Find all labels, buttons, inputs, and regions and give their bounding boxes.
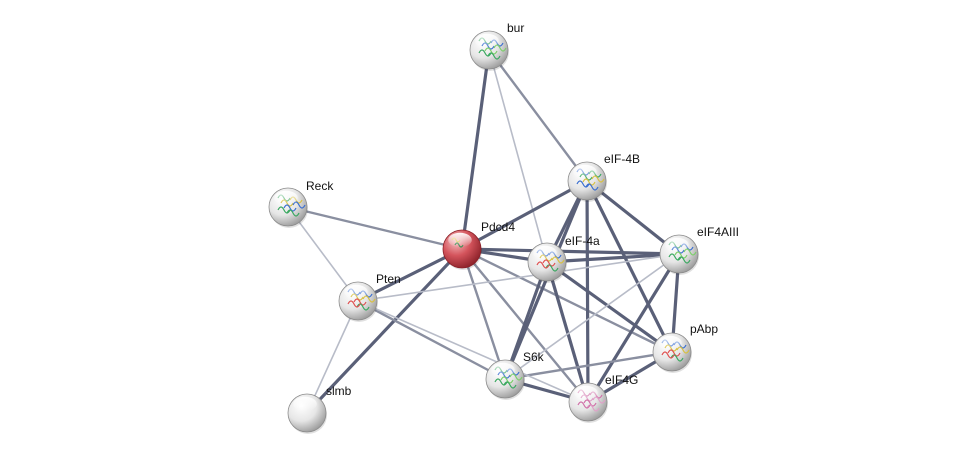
structure-stroke: [484, 47, 498, 55]
edge-bur-eif-4b[interactable]: [487, 48, 589, 183]
structure-stroke: [677, 256, 691, 264]
structure-stroke: [353, 298, 367, 306]
node-s6k[interactable]: S6k: [485, 350, 545, 400]
structure-stroke: [585, 183, 599, 191]
node-eif4g[interactable]: eIF4G: [568, 373, 638, 423]
node-eif-4b[interactable]: eIF-4B: [567, 152, 640, 202]
node-highlight: [475, 33, 499, 49]
node-highlight: [574, 385, 598, 401]
structure-stroke: [277, 206, 291, 214]
node-slmb[interactable]: slmb: [287, 384, 352, 434]
edge-eif-4b-pabp[interactable]: [585, 179, 674, 354]
edge-eif4aiii-eif4g[interactable]: [586, 252, 681, 404]
structure-stroke: [586, 404, 600, 412]
node-reck[interactable]: Reck: [268, 179, 334, 228]
node-label-bur: bur: [507, 21, 524, 35]
structure-stroke: [536, 261, 550, 269]
structure-stroke: [577, 401, 591, 409]
node-highlight: [573, 164, 597, 180]
structure-stroke: [347, 300, 361, 308]
node-label-eif4aiii: eIF4AIII: [697, 225, 739, 239]
edge-pabp-s6k[interactable]: [503, 350, 674, 381]
edge-reck-pten[interactable]: [287, 206, 359, 302]
node-eif-4a[interactable]: eIF-4a: [527, 234, 600, 283]
node-bur[interactable]: bur: [469, 21, 524, 71]
node-highlight: [344, 284, 368, 300]
structure-stroke: [674, 251, 688, 259]
edge-eif-4a-eif4aiii[interactable]: [545, 252, 681, 264]
edge-eif4aiii-s6k[interactable]: [504, 253, 680, 380]
node-label-pten: Pten: [376, 272, 401, 286]
edge-pdcd4-s6k[interactable]: [460, 247, 507, 381]
structure-stroke: [283, 204, 297, 212]
structure-stroke: [582, 178, 596, 186]
structure-stroke: [670, 354, 684, 362]
node-label-eif4g: eIF4G: [605, 373, 638, 387]
structure-stroke: [668, 253, 682, 261]
node-eif4aiii[interactable]: eIF4AIII: [659, 225, 739, 275]
edge-pdcd4-eif4aiii[interactable]: [460, 247, 681, 256]
node-pabp[interactable]: pAbp: [652, 322, 718, 373]
node-label-pabp: pAbp: [690, 322, 718, 336]
edge-pdcd4-pabp[interactable]: [460, 247, 674, 354]
node-highlight: [665, 237, 689, 253]
structure-stroke: [487, 52, 501, 60]
node-highlight: [293, 396, 317, 412]
node-highlight: [448, 232, 472, 248]
edge-pten-eif4g[interactable]: [357, 300, 589, 403]
structure-stroke: [356, 303, 370, 311]
edge-pdcd4-eif-4b[interactable]: [460, 179, 589, 251]
edge-eif-4a-eif4g[interactable]: [545, 260, 590, 404]
edge-bur-eif-4a[interactable]: [488, 49, 548, 263]
node-label-pdcd4: Pdcd4: [481, 220, 515, 234]
structure-stroke: [286, 209, 300, 217]
node-highlight: [274, 190, 298, 206]
structure-stroke: [503, 381, 517, 389]
edge-reck-pdcd4[interactable]: [286, 205, 464, 251]
edge-eif4aiii-pten[interactable]: [357, 253, 680, 302]
edge-bur-pdcd4[interactable]: [460, 48, 491, 251]
node-label-eif-4b: eIF-4B: [604, 152, 640, 166]
node-label-eif-4a: eIF-4a: [565, 234, 600, 248]
structure-stroke: [661, 351, 675, 359]
structure-stroke: [667, 349, 681, 357]
edge-eif-4a-pabp[interactable]: [545, 260, 674, 354]
node-highlight: [658, 335, 682, 351]
node-highlight: [533, 245, 557, 261]
structure-stroke: [494, 378, 508, 386]
node-label-slmb: slmb: [326, 384, 352, 398]
node-pten[interactable]: Pten: [338, 272, 401, 322]
edge-eif-4a-s6k[interactable]: [503, 260, 549, 381]
node-highlight: [491, 362, 515, 378]
structure-stroke: [542, 259, 556, 267]
edge-pten-s6k[interactable]: [356, 299, 507, 381]
structure-stroke: [500, 376, 514, 384]
edge-pdcd4-slmb[interactable]: [305, 247, 464, 415]
node-label-s6k: S6k: [523, 350, 545, 364]
node-pdcd4[interactable]: Pdcd4: [442, 220, 515, 270]
structure-stroke: [583, 399, 597, 407]
edge-pten-slmb[interactable]: [306, 300, 359, 414]
edge-eif-4b-eif4aiii[interactable]: [585, 179, 681, 256]
structure-stroke: [576, 180, 590, 188]
node-label-reck: Reck: [306, 179, 334, 193]
structure-stroke: [478, 49, 492, 57]
structure-stroke: [545, 264, 559, 272]
